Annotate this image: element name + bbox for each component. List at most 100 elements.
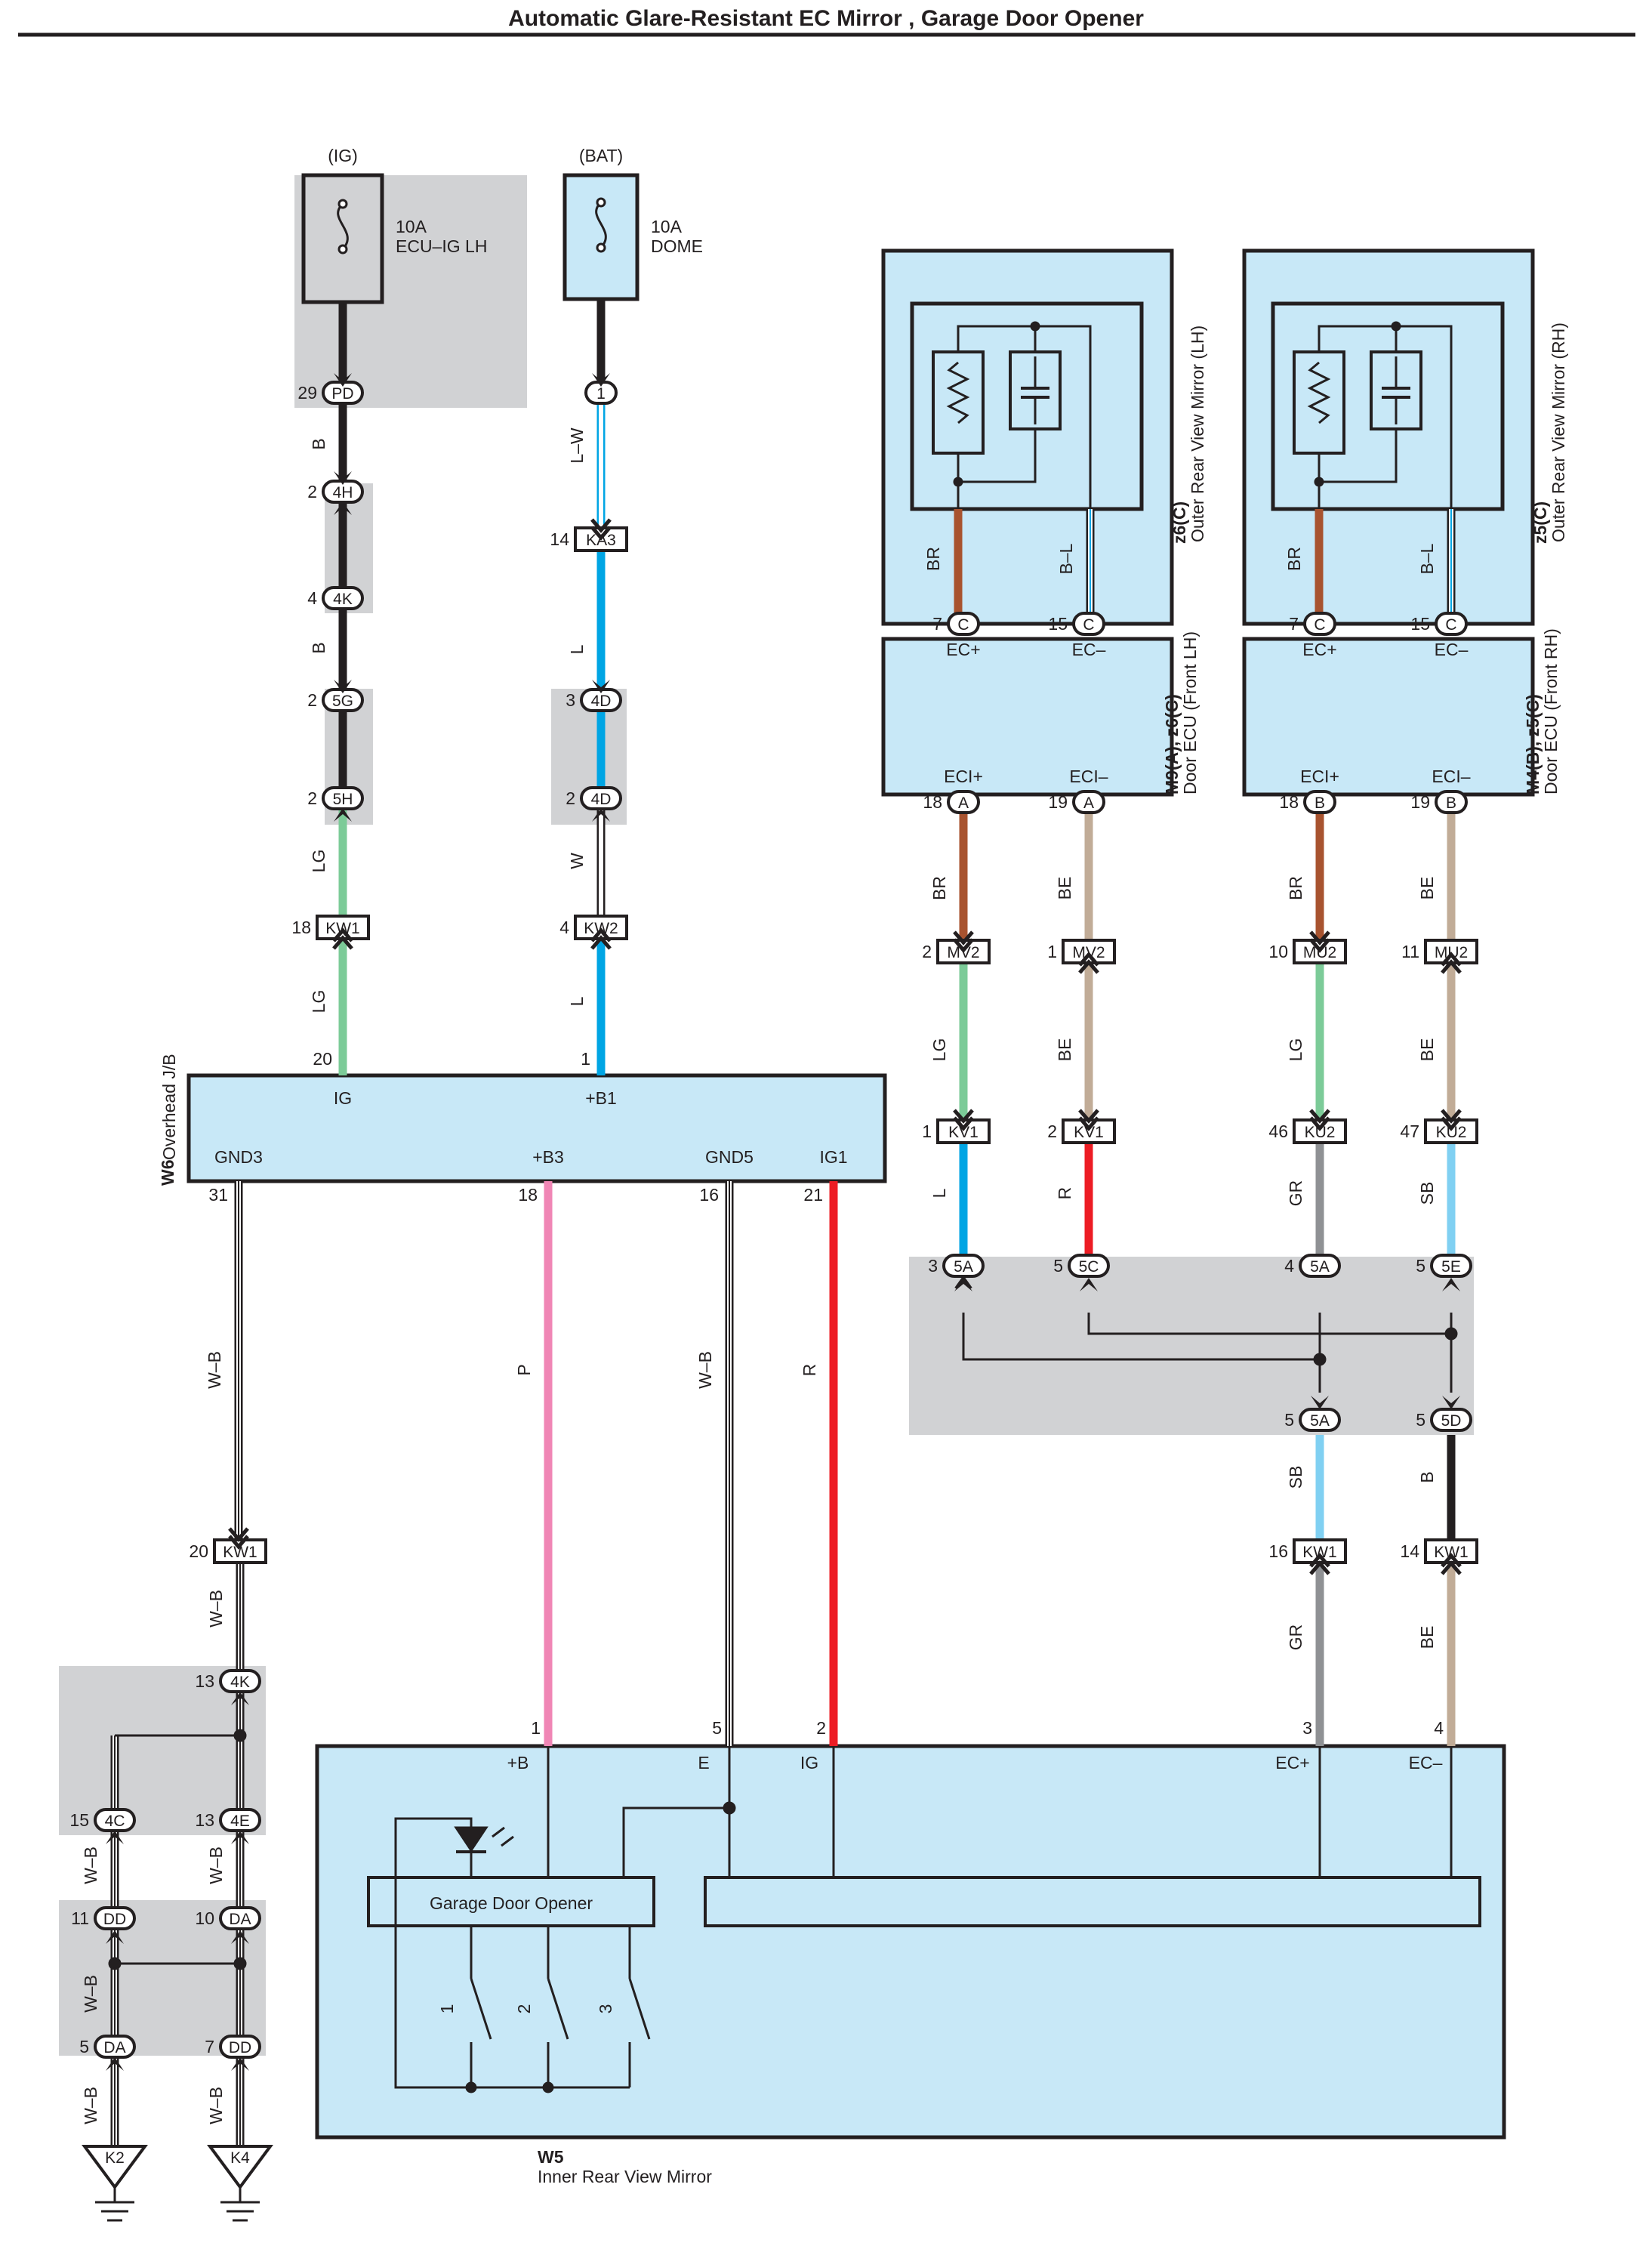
inner-mirror-pin-num-e: 5 [712, 1718, 722, 1738]
connector-dd11-pin: 11 [71, 1908, 89, 1928]
jb-pin-num-ig1: 21 [803, 1185, 823, 1205]
inner-mirror-code: W5 [538, 2147, 564, 2167]
inner-mirror-pin-num-ig: 2 [816, 1718, 826, 1738]
door-ecu-1-ecp: EC+ [1302, 640, 1336, 659]
mirror-gdo-ground [622, 1806, 729, 1877]
jb-pin-label-ig1: IG1 [819, 1147, 847, 1167]
junction-4k [233, 1729, 247, 1742]
connector-c7r-oval [1303, 612, 1336, 636]
door-ecu-0-ecp: EC+ [946, 640, 980, 659]
wire-label-w38: W–B [206, 2087, 226, 2124]
wire-label-w23: GR [1286, 1180, 1305, 1207]
fuse-ig-symbol [337, 202, 349, 251]
connector-a5a-pin: 3 [928, 1256, 938, 1276]
arrow-down-12 [228, 1527, 249, 1550]
fuse-dome-name: DOME [651, 236, 703, 256]
wire-label-w5: L–W [567, 427, 587, 464]
arrow-up-11 [1441, 1553, 1462, 1575]
inner-mirror-pin-label-e: E [698, 1753, 709, 1772]
connector-kw2-name: KW2 [584, 920, 618, 937]
connector-b19-pin: 19 [1410, 792, 1430, 812]
rh-junction-top [1391, 321, 1401, 332]
arrow-down-1 [592, 373, 610, 387]
connector-mv2a-pin: 2 [922, 942, 932, 961]
arrow-up-0 [334, 501, 352, 515]
connector-g5-name: 5G [332, 693, 353, 710]
door-ecu-name-lh: Door ECU (Front LH) [1180, 631, 1200, 794]
connector-b18-oval [1303, 790, 1336, 814]
connector-c7l-oval [947, 612, 980, 636]
arrow-down-7 [1309, 930, 1330, 953]
arrow-up-10 [1309, 1553, 1330, 1575]
rh-resistor-zigzag [1307, 361, 1331, 424]
connector-kw1d-pin: 14 [1400, 1541, 1419, 1561]
rh-mirror-wire-c [1319, 429, 1398, 483]
wire-label-w18: BE [1055, 1038, 1074, 1062]
lh-junction-top [1030, 321, 1040, 332]
connector-kw1d-box [1424, 1538, 1478, 1564]
junction-sw1 [465, 2081, 477, 2093]
connector-a19-name: A [1083, 794, 1094, 812]
inner-mirror-pin-label-ecp: EC+ [1275, 1753, 1309, 1772]
wire-label-w15: BR [1286, 876, 1305, 900]
fuse-dome-terminal-top [596, 197, 606, 208]
junction-sw2 [542, 2081, 554, 2093]
wire-label-w36: W–B [81, 1975, 100, 2013]
connector-c15r-name: C [1445, 616, 1456, 634]
connector-a18-name: A [958, 794, 969, 812]
power-bat-label: (BAT) [579, 146, 623, 165]
wire-label-w1: B [309, 438, 328, 449]
connector-k4b-pin: 13 [195, 1671, 214, 1691]
lh-mirror-wire-a [957, 325, 1092, 511]
connector-h5-pin: 2 [307, 788, 317, 808]
rh-mirror-wire-a [1318, 325, 1453, 511]
connector-kw1b-name: KW1 [223, 1544, 257, 1561]
arrow-down-14 [1442, 1396, 1460, 1409]
connector-dd11-name: DD [103, 1911, 126, 1928]
wire-label-w11: BR [1284, 547, 1304, 571]
connector-c4-pin: 15 [69, 1810, 89, 1830]
door-ecu-1-ecip: ECI+ [1300, 767, 1339, 786]
connector-k4-pin: 4 [307, 588, 317, 608]
wire-label-w29: W–B [205, 1351, 224, 1389]
fuse-ig-rating: 10A [396, 217, 427, 236]
connector-d5-pin: 5 [1416, 1410, 1425, 1430]
connector-da5-pin: 5 [79, 2037, 89, 2056]
connector-b18-pin: 18 [1279, 792, 1299, 812]
ground-k2-triangle [82, 2145, 148, 2190]
door-ecu-rh-box [1242, 637, 1535, 797]
arrow-down-5 [592, 680, 610, 693]
arrow-down-13 [1311, 1396, 1329, 1409]
connector-kv1a-pin: 1 [922, 1122, 932, 1141]
door-ecu-0-ecm: EC– [1072, 640, 1106, 659]
connector-b19-oval [1435, 790, 1468, 814]
ground-k4-label: K4 [230, 2149, 250, 2167]
component-boxes [186, 173, 1535, 2140]
outer-mirror-name-lh: Outer Rear View Mirror (LH) [1188, 325, 1207, 542]
ground-k2-label: K2 [105, 2149, 125, 2167]
arrow-up-14 [231, 1831, 249, 1844]
wire-label-w31: W–B [695, 1351, 715, 1389]
arrow-up-13 [106, 1831, 124, 1844]
connector-mu2b-pin: 11 [1401, 942, 1419, 961]
connector-c5-name: 5C [1079, 1258, 1099, 1276]
connector-c5-oval [1068, 1254, 1110, 1278]
connector-c7r-pin: 7 [1289, 614, 1299, 634]
shade-4k-4c-4e [59, 1666, 266, 1835]
door-ecu-1-ecim: ECI– [1432, 767, 1470, 786]
connector-d4b-name: 4D [591, 791, 612, 808]
wire-label-w35: W–B [206, 1847, 226, 1884]
connector-e4-name: 4E [230, 1813, 250, 1830]
jb-pin-num-gnd5: 16 [699, 1185, 719, 1205]
jb-pin-num-gnd3: 31 [208, 1185, 228, 1205]
connector-mu2a-name: MU2 [1303, 944, 1336, 961]
connector-da10-name: DA [229, 1911, 251, 1928]
wire-label-w37: W–B [81, 2087, 100, 2124]
arrow-up-4 [590, 927, 612, 950]
connector-a19-pin: 19 [1048, 792, 1068, 812]
connector-c15r-oval [1435, 612, 1468, 636]
shade-5a-5e [909, 1257, 1474, 1435]
lh-junction-bottom [953, 477, 963, 487]
connector-e4-pin: 13 [195, 1810, 214, 1830]
